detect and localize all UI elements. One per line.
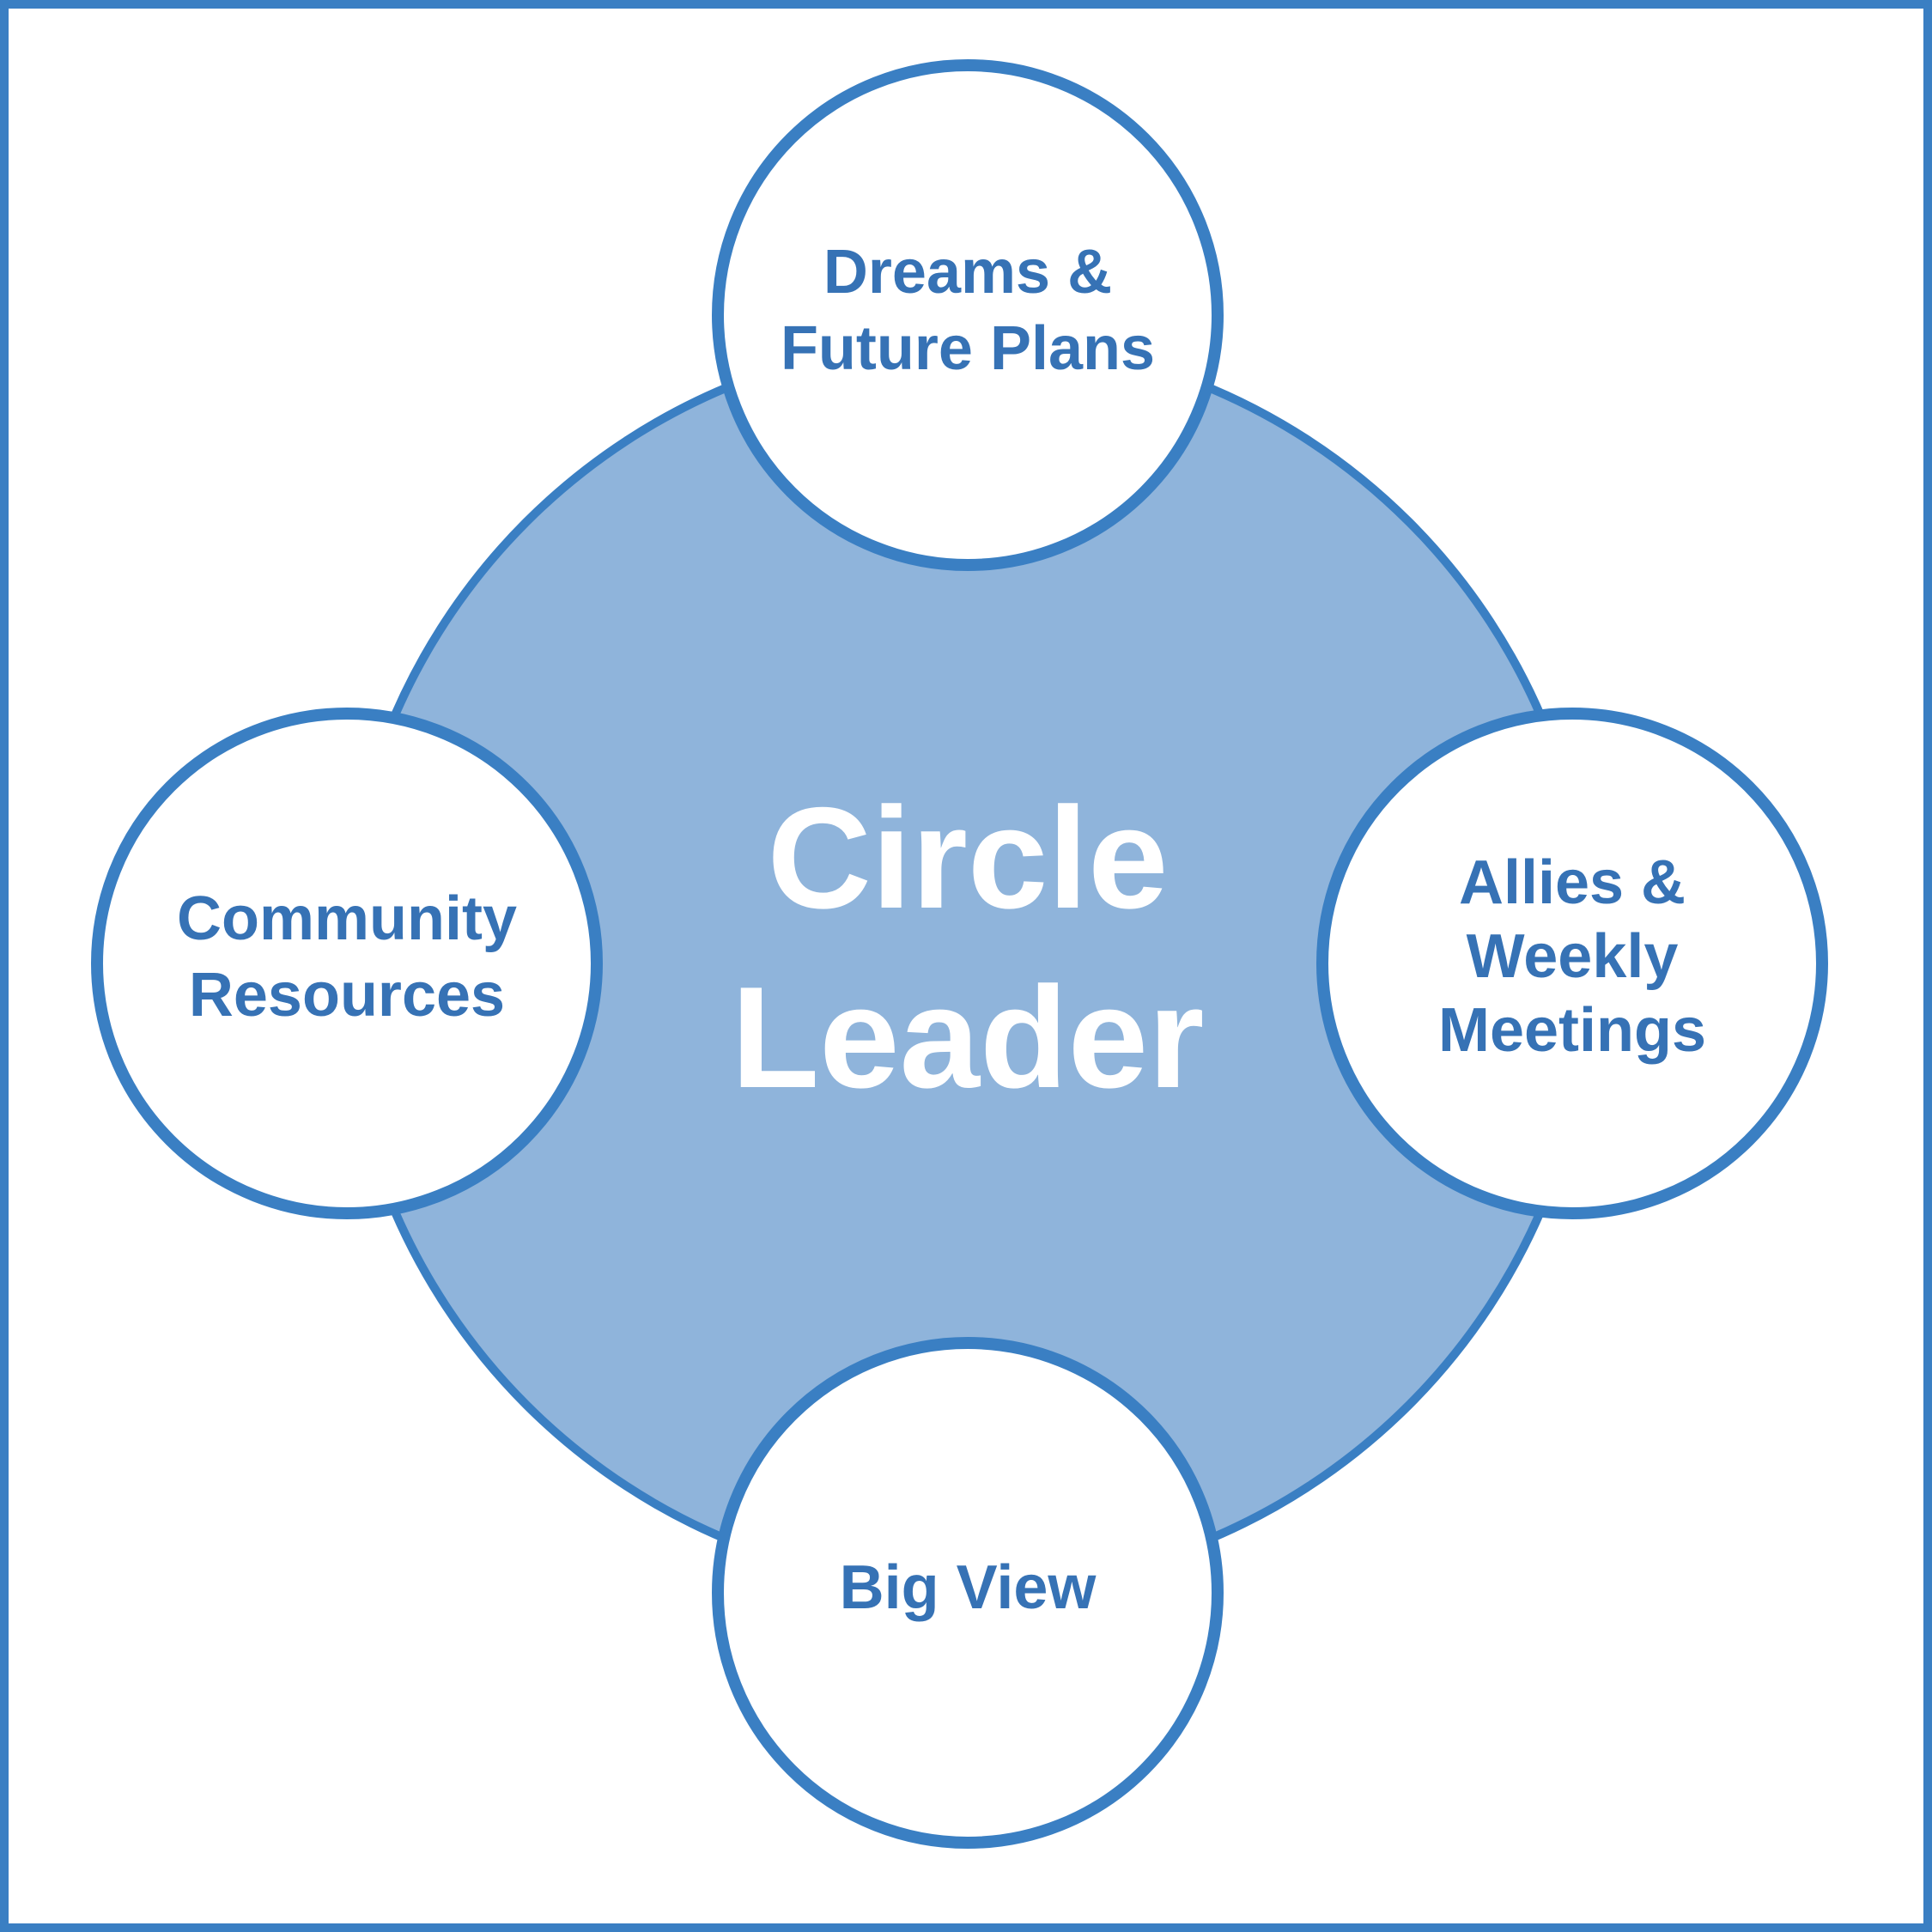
node-top-line-2: Future Plans: [781, 314, 1155, 383]
node-left-line-2: Resources: [189, 961, 505, 1030]
node-dreams-future-plans: Dreams & Future Plans: [712, 59, 1224, 571]
node-circle-top: [712, 59, 1224, 571]
node-allies-weekly-meetings: Allies & Weekly Meetings: [1316, 708, 1828, 1219]
node-right-line-3: Meetings: [1438, 996, 1706, 1065]
node-circle-right: [1316, 708, 1828, 1219]
node-circle-bottom: [712, 1337, 1224, 1849]
node-left-line-1: Community: [177, 884, 517, 953]
node-circle-left: [91, 708, 603, 1219]
node-right-line-1: Allies &: [1459, 848, 1686, 917]
node-community-resources: Community Resources: [91, 708, 603, 1219]
center-label: Circle Leader: [732, 777, 1205, 1118]
node-bottom-line-1: Big View: [840, 1553, 1097, 1622]
node-big-view: Big View: [712, 1337, 1224, 1849]
node-top-line-1: Dreams &: [823, 238, 1112, 307]
center-label-line-1: Circle: [768, 777, 1169, 939]
center-label-line-2: Leader: [732, 957, 1205, 1118]
node-right-line-2: Weekly: [1467, 922, 1679, 991]
